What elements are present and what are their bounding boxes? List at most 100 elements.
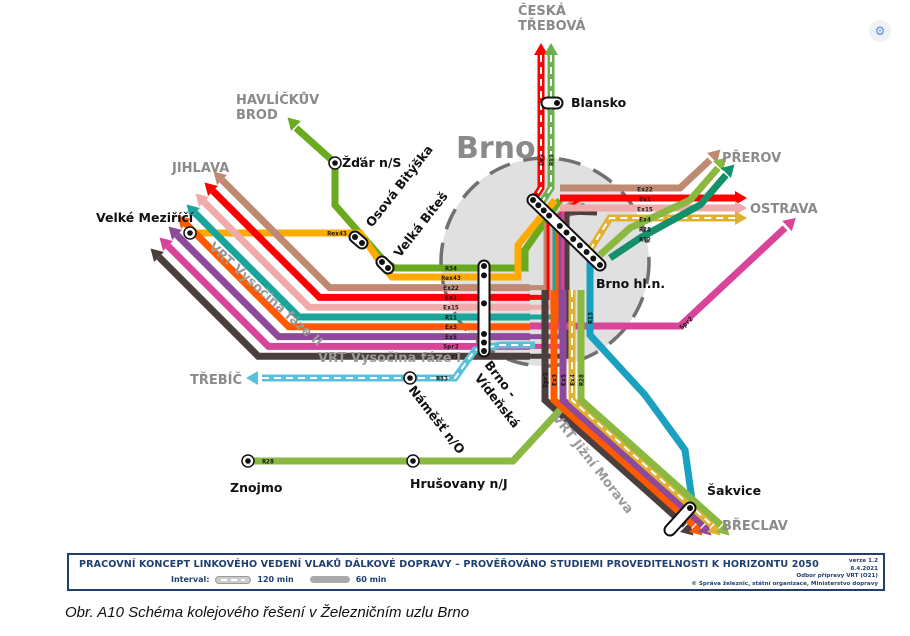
line-r11 — [192, 210, 530, 321]
line-ex22-e — [560, 157, 713, 192]
arrow-nw-spr2 — [159, 237, 173, 251]
svg-text:R12: R12 — [639, 235, 651, 243]
station-marker-hrusovany — [406, 454, 420, 468]
station-markers — [183, 96, 697, 537]
svg-text:Ex5: Ex5 — [445, 333, 457, 341]
arrow-nw-ex22 — [213, 171, 227, 185]
line-s-ex5 — [559, 290, 706, 528]
line-label-ex3: Ex3 — [445, 323, 457, 331]
line-ex15 — [201, 199, 530, 311]
line-label-ex4: Ex4 — [568, 374, 576, 386]
svg-text:Ex9: Ex9 — [537, 154, 545, 166]
line-label-rex43: Rex43 — [441, 274, 461, 282]
svg-text:Ex4: Ex4 — [639, 215, 651, 223]
line-ex3 — [183, 221, 530, 331]
interval-120-swatch — [215, 575, 252, 584]
line-label-spr2: Spr2 — [443, 343, 459, 351]
arrow-breclav-r28 — [716, 522, 730, 536]
footer-meta: verze 1.2 8.4.2021 Odbor přípravy VRT (O… — [691, 558, 878, 588]
arrow-nw-r11 — [186, 204, 200, 218]
station-namest: Náměšť n/O — [406, 383, 468, 457]
station-zdar: Žďár n/S — [342, 155, 401, 170]
station-marker-namest — [403, 371, 417, 385]
destination-ceska-trebova-2: TŘEBOVÁ — [518, 18, 586, 34]
line-r34-hb — [293, 125, 338, 166]
svg-text:Ex3: Ex3 — [445, 323, 457, 331]
station-sakvice: Šakvice — [707, 483, 761, 498]
arrow-nw-ex1 — [204, 182, 218, 196]
line-r34 — [331, 163, 563, 272]
svg-text:R13: R13 — [586, 312, 594, 324]
corner-settings-button[interactable]: ⚙ — [869, 20, 891, 42]
svg-text:R11: R11 — [445, 313, 457, 321]
corridor-vysocina-1: VRT Vysočina fáze I — [318, 351, 461, 366]
legend-footer: PRACOVNÍ KONCEPT LINKOVÉHO VEDENÍ VLAKŮ … — [67, 553, 885, 591]
svg-text:R28: R28 — [577, 374, 585, 386]
line-label-ex15: Ex15 — [443, 304, 459, 312]
station-marker-zdar — [328, 156, 342, 170]
line-spr2 — [165, 243, 530, 350]
station-marker-brno-videnska — [477, 259, 491, 358]
station-marker-sakvice — [663, 501, 697, 537]
station-marker-velka-bites — [375, 255, 395, 275]
station-marker-brno-hl-n — [526, 193, 607, 272]
line-label-r11: R11 — [445, 313, 457, 321]
svg-text:Rex43: Rex43 — [441, 274, 461, 282]
destination-jihlava: JIHLAVA — [171, 161, 229, 176]
corridor-vysocina-2: VRT Vysočina fáze II — [205, 240, 325, 350]
brno-center-label: Brno — [456, 131, 536, 166]
line-label-r13: R13 — [586, 312, 594, 324]
line-label-ex1: Ex1 — [639, 195, 651, 203]
line-label-ex9: Ex9 — [537, 154, 545, 166]
line-label-r19: R19 — [547, 154, 555, 166]
line-label-ex1: Ex1 — [445, 294, 457, 302]
footer-title: PRACOVNÍ KONCEPT LINKOVÉHO VEDENÍ VLAKŮ … — [79, 559, 819, 570]
line-label-r28: R28 — [577, 374, 585, 386]
line-ex22 — [219, 177, 530, 292]
arrow-nw-ex5 — [168, 226, 182, 240]
svg-text:Rex43: Rex43 — [327, 229, 347, 237]
svg-text:Ex4: Ex4 — [568, 374, 576, 386]
svg-text:Ex22: Ex22 — [443, 284, 459, 292]
line-label-ex22: Ex22 — [637, 185, 653, 193]
line-label-ex15: Ex15 — [637, 205, 653, 213]
version: verze 1.2 — [848, 558, 878, 564]
destination-ostrava: OSTRAVA — [750, 202, 818, 217]
line-r12-e — [608, 172, 729, 261]
interval-legend: Interval: 120 min 60 min — [171, 575, 386, 584]
svg-text:Ex5: Ex5 — [559, 374, 567, 386]
svg-text:Ex15: Ex15 — [443, 304, 459, 312]
line-s-ex4-dash — [571, 290, 713, 526]
station-marker-osova-bityska — [348, 230, 369, 250]
destination-breclav: BŘECLAV — [722, 518, 788, 534]
svg-text:R34: R34 — [445, 264, 457, 272]
date: 8.4.2021 — [850, 565, 878, 572]
line-label-r28: R28 — [639, 225, 651, 233]
line-label-ex5: Ex5 — [445, 333, 457, 341]
arrow-ostrava-ex4 — [735, 211, 747, 225]
arrow-trebic — [246, 371, 258, 385]
line-label-ex5: Ex5 — [559, 374, 567, 386]
line-label-r34: R34 — [445, 264, 457, 272]
line-ex4-e-dash — [589, 217, 735, 251]
svg-text:Spr1: Spr1 — [443, 353, 459, 361]
station-brno-hl-n: Brno hl.n. — [596, 276, 665, 291]
arrow-nw-ex3 — [177, 215, 191, 229]
station-marker-znojmo — [241, 454, 255, 468]
department: Odbor přípravy VRT (O21) — [796, 573, 878, 579]
line-label-spr1: Spr1 — [443, 353, 459, 361]
svg-text:Ex3: Ex3 — [550, 374, 558, 386]
svg-text:R33: R33 — [436, 374, 448, 382]
interval-120-label: 120 min — [257, 575, 294, 584]
arrow-ostrava-ex15 — [735, 201, 747, 215]
interval-60-label: 60 min — [355, 575, 387, 584]
line-label-r12: R12 — [639, 235, 651, 243]
line-label-ex22: Ex22 — [443, 284, 459, 292]
line-r13 — [586, 250, 696, 501]
svg-text:Ex1: Ex1 — [445, 294, 457, 302]
destination-havlickuv-brod-2: BROD — [236, 108, 278, 123]
svg-text:Spr2: Spr2 — [443, 343, 459, 351]
arrow-ostrava-ex1 — [735, 191, 747, 205]
arrow-spr2-ne — [782, 217, 796, 232]
